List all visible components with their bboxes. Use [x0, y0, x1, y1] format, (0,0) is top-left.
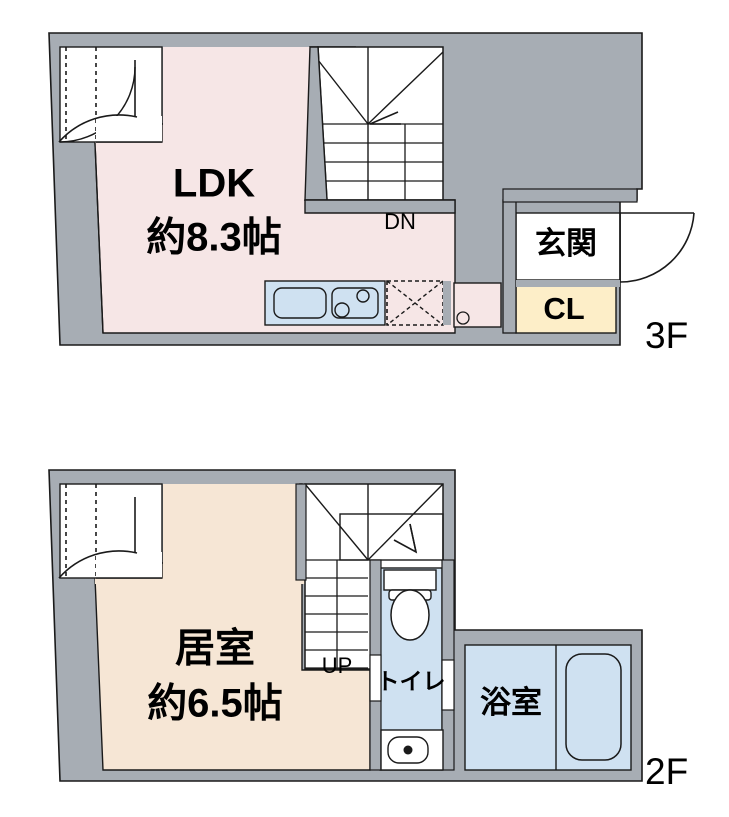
- room-ldk-left-edge: [94, 142, 104, 334]
- stair-3f-winder-diag-left: [317, 59, 369, 125]
- room-label-ldk-line2: 約8.3帖: [146, 216, 282, 260]
- washer-space-x2: [386, 280, 444, 326]
- toilet-tank: [383, 569, 437, 591]
- stove-burner-small: [356, 289, 370, 303]
- stair-3f-winder-diag-right: [367, 51, 444, 125]
- stair-2f-arrow-shaft: [409, 523, 417, 553]
- stair-direction-label-up: UP: [322, 653, 353, 678]
- washer-space-right-wall: [443, 281, 451, 325]
- stair-2f-winder-diag-left: [304, 483, 369, 561]
- entrance-door-swing-arc: [619, 212, 695, 283]
- stair-2f-left-wall: [295, 483, 307, 581]
- bathroom-door-mark: [441, 659, 455, 711]
- balcony-2f-door-frame: [96, 552, 162, 578]
- wash-basin-drain: [403, 745, 413, 755]
- wall-notch-3f-right: [502, 188, 638, 203]
- room-label-toilet: トイレ: [377, 668, 446, 694]
- room-kyoshitsu-floor-join: [95, 574, 305, 584]
- floor-tag-3f: 3F: [645, 315, 688, 356]
- room-label-ldk-line1: LDK: [173, 162, 255, 206]
- stair-2f-landing-rail: [339, 513, 444, 561]
- room-ldk-floor-upper: [163, 47, 310, 147]
- room-label-closet: CL: [543, 291, 584, 326]
- balcony-2f-door-swing-arc: [58, 550, 138, 579]
- floor-3f-group: LDK 約8.3帖 玄関 CL DN 3F: [48, 32, 695, 356]
- partition-genkan-closet: [516, 280, 620, 287]
- refrigerator-marker: [456, 311, 470, 325]
- stove-burner-large: [334, 302, 350, 318]
- balcony-door-arc: [58, 114, 138, 143]
- floor-2f-group: 居室 約6.5帖 トイレ 浴室 UP 2F: [48, 469, 688, 792]
- room-ldk-floor-join: [95, 140, 315, 150]
- stair-direction-label-dn: DN: [384, 209, 416, 234]
- room-label-kyoshitsu-line1: 居室: [175, 627, 255, 671]
- toilet-bowl: [390, 589, 430, 641]
- stair-3f-bottom-wall: [304, 199, 456, 214]
- floor-tag-2f: 2F: [645, 751, 688, 792]
- bathtub: [565, 653, 622, 761]
- room-label-kyoshitsu-line2: 約6.5帖: [147, 682, 283, 726]
- room-label-genkan: 玄関: [535, 226, 597, 261]
- room-kyoshitsu-floor-upper: [163, 484, 300, 579]
- stair-2f-winder-diag-right: [367, 483, 444, 561]
- kitchen-sink-basin: [273, 287, 327, 319]
- room-label-bathroom: 浴室: [480, 685, 542, 720]
- stair-3f-arrow: [369, 111, 401, 125]
- toilet-door-mark: [369, 654, 382, 702]
- partition-ldk-genkan: [502, 199, 517, 334]
- balcony-door-frame: [96, 116, 162, 142]
